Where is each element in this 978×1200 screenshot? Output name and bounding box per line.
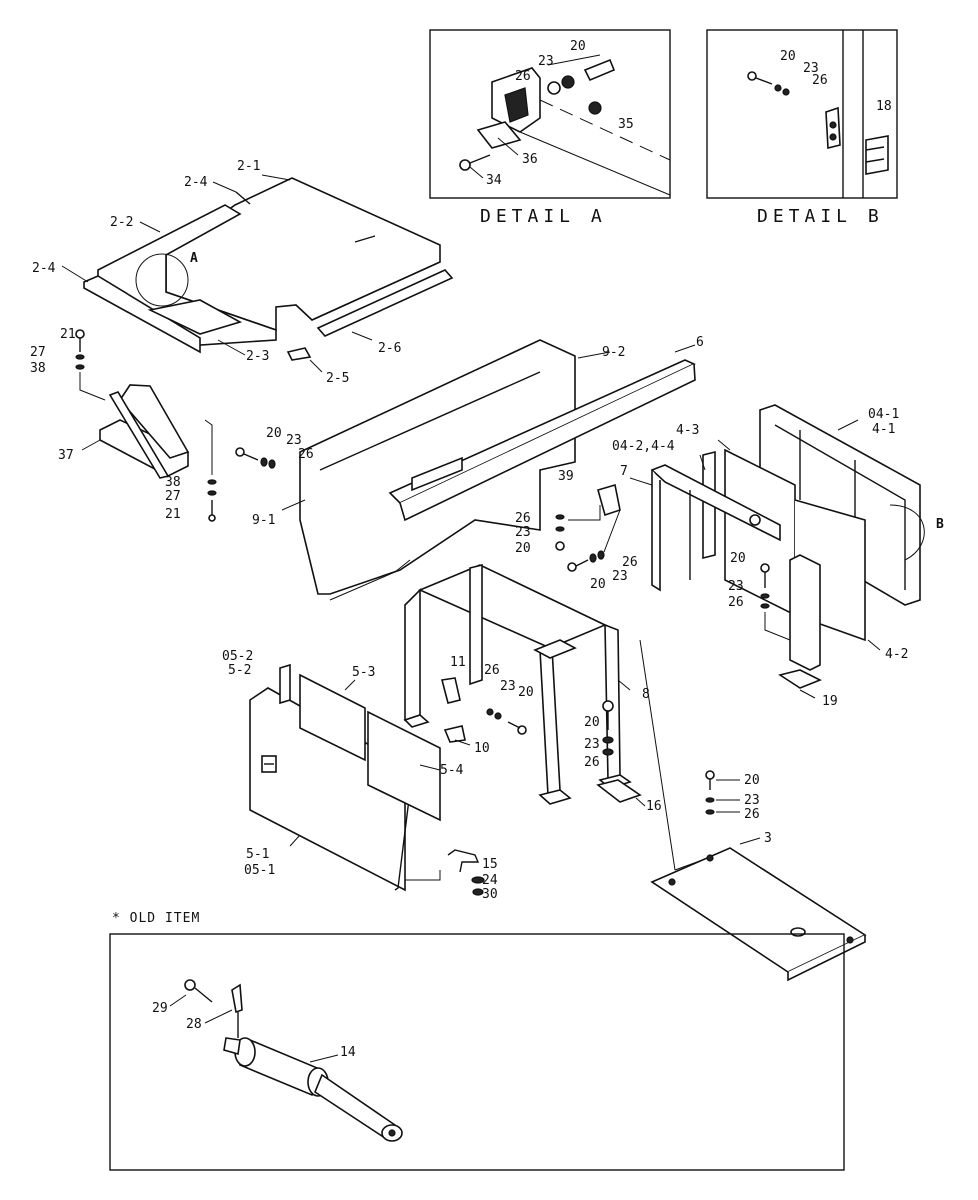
label-18: 18 bbox=[876, 99, 892, 114]
label-14: 14 bbox=[340, 1045, 356, 1060]
label-21: 21 bbox=[60, 327, 76, 342]
label-23: 23 bbox=[612, 569, 628, 584]
right-frame-assembly: 04-1 4-1 4-3 04-2,4-4 7 39 B 20 23 26 4-… bbox=[558, 404, 944, 709]
label-26: 26 bbox=[298, 447, 314, 462]
label-05-2: 05-2 bbox=[222, 649, 253, 664]
center-frame-assembly: 8 20 23 26 16 bbox=[403, 563, 709, 871]
label-7: 7 bbox=[620, 464, 628, 479]
label-29: 29 bbox=[152, 1001, 168, 1016]
label-23: 23 bbox=[515, 525, 531, 540]
label-6: 6 bbox=[696, 335, 704, 350]
label-23: 23 bbox=[500, 679, 516, 694]
label-2-2: 2-2 bbox=[110, 215, 133, 230]
label-2-4: 2-4 bbox=[184, 175, 208, 190]
label-23: 23 bbox=[728, 579, 744, 594]
label-20: 20 bbox=[744, 773, 760, 788]
old-item-note: * OLD ITEM bbox=[112, 911, 200, 926]
label-23: 23 bbox=[803, 61, 819, 76]
label-26: 26 bbox=[728, 595, 744, 610]
label-15: 15 bbox=[482, 857, 498, 872]
label-2-4: 2-4 bbox=[32, 261, 56, 276]
detail-a-caption: DETAIL A bbox=[480, 206, 607, 227]
label-20: 20 bbox=[730, 551, 746, 566]
detail-b-box: 20 23 26 18 bbox=[706, 29, 898, 199]
label-27: 27 bbox=[30, 345, 46, 360]
label-3: 3 bbox=[764, 831, 772, 846]
label-4-1: 4-1 bbox=[872, 422, 895, 437]
label-5-1: 5-1 bbox=[246, 847, 269, 862]
label-2-5: 2-5 bbox=[326, 371, 349, 386]
label-26: 26 bbox=[584, 755, 600, 770]
label-26: 26 bbox=[515, 511, 531, 526]
left-door-assembly: 05-2 5-2 5-3 11 26 23 20 10 5-4 5-1 05-1… bbox=[222, 649, 534, 902]
label-20: 20 bbox=[515, 541, 531, 556]
label-35: 35 bbox=[618, 117, 634, 132]
old-item-box: 29 28 14 bbox=[109, 933, 845, 1171]
label-11: 11 bbox=[450, 655, 466, 670]
label-2-6: 2-6 bbox=[378, 341, 401, 356]
label-23: 23 bbox=[286, 433, 302, 448]
label-26: 26 bbox=[622, 555, 638, 570]
label-9-1: 9-1 bbox=[252, 513, 275, 528]
label-30: 30 bbox=[482, 887, 498, 902]
label-37: 37 bbox=[58, 448, 74, 463]
label-9-2: 9-2 bbox=[602, 345, 625, 360]
label-20: 20 bbox=[518, 685, 534, 700]
label-20: 20 bbox=[266, 426, 282, 441]
marker-a: A bbox=[190, 251, 198, 266]
base-plate-assembly: 20 23 26 3 bbox=[650, 770, 867, 982]
detail-b-caption: DETAIL B bbox=[757, 206, 884, 227]
panel-9-assembly: 9-2 6 9-1 20 23 26 bbox=[235, 335, 704, 601]
label-8: 8 bbox=[642, 687, 650, 702]
label-26: 26 bbox=[744, 807, 760, 822]
label-04-1: 04-1 bbox=[868, 407, 899, 422]
bracket-37-assembly: 21 27 38 37 38 27 21 bbox=[30, 327, 217, 522]
label-16: 16 bbox=[646, 799, 662, 814]
label-21: 21 bbox=[165, 507, 181, 522]
label-19: 19 bbox=[822, 694, 838, 709]
label-26: 26 bbox=[484, 663, 500, 678]
label-05-1: 05-1 bbox=[244, 863, 275, 878]
label-2-3: 2-3 bbox=[246, 349, 269, 364]
label-4-2: 4-2 bbox=[885, 647, 908, 662]
label-10: 10 bbox=[474, 741, 490, 756]
label-26: 26 bbox=[812, 73, 828, 88]
label-04-2-4-4: 04-2,4-4 bbox=[612, 439, 675, 454]
label-4-3: 4-3 bbox=[676, 423, 699, 438]
label-5-4: 5-4 bbox=[440, 763, 464, 778]
marker-b: B bbox=[936, 517, 944, 532]
label-27: 27 bbox=[165, 489, 181, 504]
label-24: 24 bbox=[482, 873, 498, 888]
label-5-3: 5-3 bbox=[352, 665, 375, 680]
detail-a-box: 20 23 26 35 36 34 bbox=[429, 29, 671, 199]
label-20: 20 bbox=[590, 577, 606, 592]
label-39: 39 bbox=[558, 469, 574, 484]
label-26: 26 bbox=[515, 69, 531, 84]
label-36: 36 bbox=[522, 152, 538, 167]
fasteners-39: 26 23 20 26 23 20 bbox=[515, 505, 638, 592]
label-23: 23 bbox=[538, 54, 554, 69]
label-20: 20 bbox=[780, 49, 796, 64]
label-23: 23 bbox=[584, 737, 600, 752]
label-28: 28 bbox=[186, 1017, 202, 1032]
label-20: 20 bbox=[570, 39, 586, 54]
label-23: 23 bbox=[744, 793, 760, 808]
label-38: 38 bbox=[30, 361, 46, 376]
label-2-1: 2-1 bbox=[237, 159, 260, 174]
label-38: 38 bbox=[165, 475, 181, 490]
label-5-2: 5-2 bbox=[228, 663, 251, 678]
top-cover-assembly: 2-1 2-4 2-2 2-4 2-3 2-5 2-6 A bbox=[32, 159, 454, 386]
label-34: 34 bbox=[486, 173, 502, 188]
label-20: 20 bbox=[584, 715, 600, 730]
